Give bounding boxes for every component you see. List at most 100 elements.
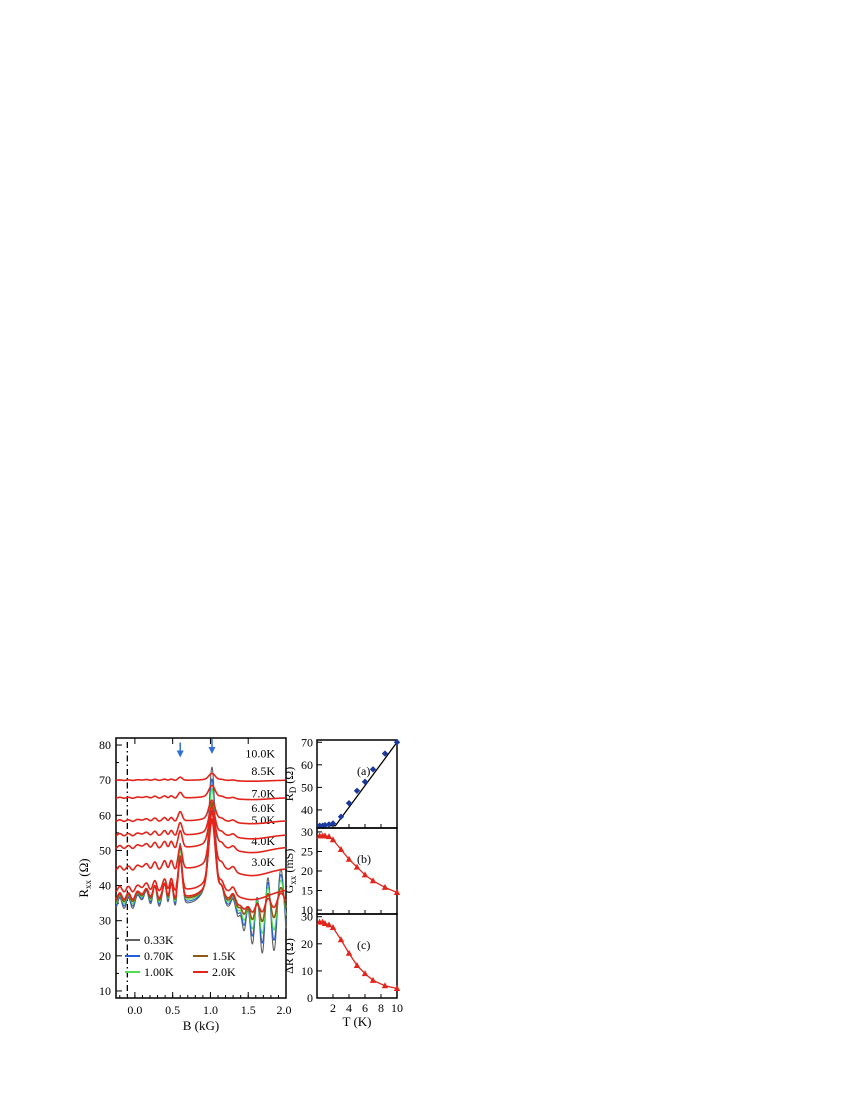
x-tick-label: 0.0: [127, 1003, 142, 1017]
series-line: [115, 810, 287, 913]
data-point: [381, 750, 389, 757]
curve-temperature-label: 5.0K: [251, 813, 275, 827]
y-axis-label-sub: D: [288, 786, 298, 793]
y-tick-label: 20: [301, 864, 313, 878]
y-axis-label-unit: (mS): [282, 849, 296, 876]
peak-arrow-head: [176, 750, 184, 758]
data-point: [337, 936, 345, 943]
y-axis-label-main: G: [282, 884, 296, 893]
legend-label: 1.5K: [212, 949, 236, 963]
y-tick-label: 50: [301, 780, 313, 794]
y-tick-label: 60: [99, 808, 111, 822]
data-point: [369, 877, 377, 884]
y-tick-label: 70: [99, 773, 111, 787]
x-tick-label: 8: [378, 1001, 384, 1015]
legend-label: 0.33K: [144, 933, 174, 947]
y-tick-label: 30: [301, 825, 313, 839]
legend-label: 1.00K: [144, 965, 174, 979]
peak-arrow-head: [208, 747, 216, 755]
y-tick-label: 30: [301, 910, 313, 924]
y-axis-label-unit: (Ω): [282, 767, 296, 787]
y-axis-label-sub: xx: [83, 879, 93, 889]
data-point: [381, 982, 389, 989]
curve-temperature-label: 10.0K: [245, 746, 275, 760]
y-tick-label: 15: [301, 884, 313, 898]
y-axis-label: Gxx (mS): [282, 849, 298, 894]
legend-label: 0.70K: [144, 949, 174, 963]
curve-temperature-label: 8.5K: [251, 764, 275, 778]
data-point: [325, 833, 333, 840]
y-tick-label: 80: [99, 738, 111, 752]
x-tick-label: 1.5: [241, 1003, 256, 1017]
data-point: [345, 949, 353, 956]
series-line: [115, 784, 287, 801]
x-tick-label: 2: [330, 1001, 336, 1015]
y-tick-label: 20: [99, 949, 111, 963]
y-tick-label: 10: [99, 984, 111, 998]
y-tick-label: 10: [301, 903, 313, 917]
legend-label: 2.0K: [212, 965, 236, 979]
y-tick-label: 40: [99, 879, 111, 893]
data-point: [369, 766, 377, 773]
y-tick-label: 60: [301, 758, 313, 772]
series-line: [115, 820, 287, 901]
data-point: [345, 799, 353, 807]
trend-line: [319, 921, 398, 990]
series-line: [115, 772, 287, 783]
y-axis-label: Rxx (Ω): [76, 858, 93, 897]
data-point: [369, 976, 377, 983]
y-tick-label: 30: [99, 914, 111, 928]
x-tick-label: 4: [346, 1001, 352, 1015]
x-tick-label: 0.5: [165, 1003, 180, 1017]
x-axis-label: B (kG): [183, 1018, 219, 1033]
y-tick-label: 70: [301, 735, 313, 749]
data-point: [329, 924, 337, 931]
panel-frame: [316, 913, 398, 999]
curve-temperature-label: 7.0K: [251, 787, 275, 801]
curve-temperature-label: 3.0K: [251, 855, 275, 869]
y-axis-label-main: R: [282, 793, 296, 801]
y-tick-label: 25: [301, 844, 313, 858]
data-point: [393, 985, 401, 992]
panel-frame: [316, 827, 398, 915]
x-tick-label: 6: [362, 1001, 368, 1015]
data-point: [337, 846, 345, 852]
data-point: [393, 739, 401, 746]
y-tick-label: 0: [307, 991, 313, 1005]
data-point: [393, 889, 401, 895]
x-tick-label: 2.0: [277, 1003, 292, 1017]
data-point: [361, 778, 369, 785]
y-axis-label: ΔR (Ω): [282, 938, 296, 974]
y-tick-label: 40: [301, 803, 313, 817]
data-point: [321, 832, 329, 839]
y-tick-label: 10: [301, 964, 313, 978]
data-point: [337, 813, 345, 820]
series-line: [115, 818, 287, 877]
y-axis-label-sub: xx: [288, 875, 298, 885]
x-axis-label: T (K): [342, 1014, 371, 1029]
y-axis-label-unit: (Ω): [76, 858, 91, 880]
y-tick-label: 50: [99, 843, 111, 857]
data-point: [353, 961, 361, 968]
data-point: [381, 883, 389, 890]
series-line: [115, 806, 287, 840]
y-axis-label-unit: (Ω): [282, 938, 296, 958]
data-point: [361, 970, 369, 977]
y-axis-label-main: R: [76, 889, 91, 898]
data-point: [353, 787, 361, 794]
data-point: [325, 921, 333, 928]
series-line: [115, 799, 287, 825]
data-point: [329, 820, 337, 827]
curve-temperature-label: 6.0K: [251, 801, 275, 815]
data-point: [329, 836, 337, 843]
panel-label: (a): [357, 764, 370, 778]
y-axis-label-main: ΔR: [282, 958, 296, 974]
data-point: [321, 919, 329, 926]
panel-label: (c): [357, 938, 370, 952]
data-point: [345, 855, 353, 862]
data-point: [353, 863, 361, 870]
